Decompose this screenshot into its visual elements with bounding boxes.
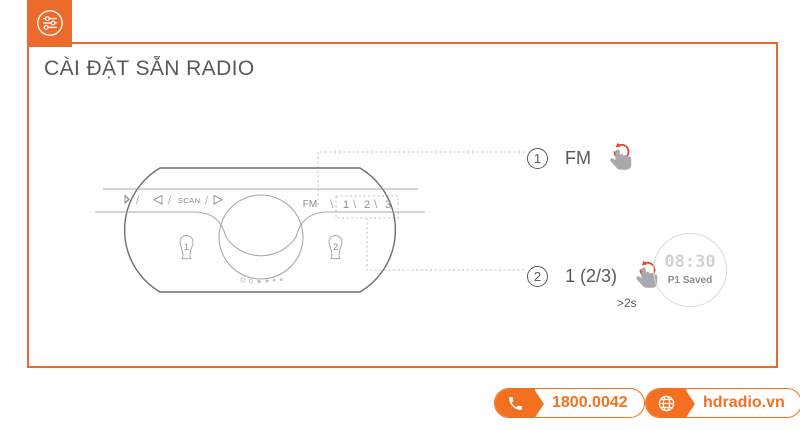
sliders-settings-icon — [35, 8, 65, 38]
tap-hand-icon — [636, 267, 658, 288]
website-url: hdradio.vn — [703, 394, 785, 411]
tap-hand-icon — [610, 149, 632, 170]
settings-badge — [27, 0, 72, 45]
display-time: 08:30 — [664, 252, 716, 272]
phone-icon — [495, 389, 544, 417]
website-pill[interactable]: hdradio.vn — [645, 388, 800, 418]
callout-2-number: 2 — [527, 265, 548, 287]
phone-number: 1800.0042 — [552, 394, 628, 411]
page-title: CÀI ĐẶT SẴN RADIO — [44, 57, 255, 80]
content-frame — [27, 42, 778, 368]
callout-1: 1 FM — [527, 141, 640, 175]
display-status: P1 Saved — [667, 275, 713, 286]
phone-pill[interactable]: 1800.0042 — [494, 388, 645, 418]
globe-icon — [646, 389, 695, 417]
callout-1-label: FM — [565, 147, 591, 168]
radio-display-preview: 08:30 P1 Saved — [653, 233, 727, 307]
callout-2-label: 1 (2/3) — [565, 265, 618, 286]
callout-1-gesture[interactable] — [600, 141, 640, 175]
callout-2-hold-duration: >2s — [617, 296, 637, 310]
callout-1-number: 1 — [527, 147, 548, 169]
footer-bar: 1800.0042 hdradio.vn — [0, 380, 800, 426]
callout-2: 2 1 (2/3) — [527, 259, 666, 293]
